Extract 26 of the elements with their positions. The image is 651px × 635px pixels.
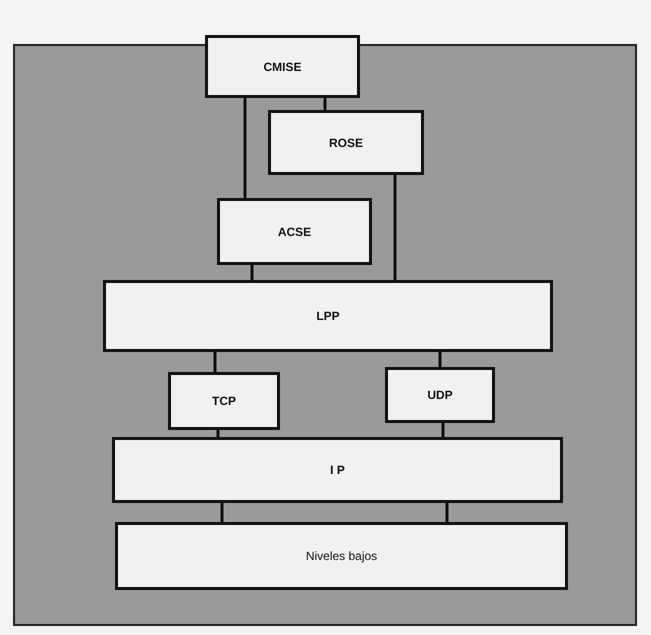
layer-label: UDP (427, 388, 453, 402)
connector-line (214, 352, 216, 372)
connector-line (244, 98, 246, 198)
layer-label: LPP (316, 309, 340, 323)
connector-line (438, 352, 442, 367)
layer-label: TCP (212, 394, 236, 408)
connector-line (250, 265, 254, 280)
connector-line (442, 423, 444, 437)
layer-box (103, 280, 553, 352)
layer-box (112, 437, 563, 503)
layer-label: I P (330, 463, 345, 477)
layer-box (268, 110, 424, 175)
layer-box (385, 367, 495, 423)
layer-label: ROSE (328, 136, 363, 150)
layer-box (205, 35, 360, 98)
connector-line (220, 503, 224, 522)
layer-box (168, 372, 280, 430)
connector-line (324, 98, 326, 110)
layer-label: Niveles bajos (306, 549, 378, 563)
connector-line (216, 430, 220, 437)
connector-line (394, 175, 396, 280)
layer-label: ACSE (278, 224, 312, 238)
layer-label: CMISE (263, 60, 302, 74)
layer-box (115, 522, 568, 590)
connector-line (446, 503, 448, 522)
layer-box (217, 198, 372, 265)
